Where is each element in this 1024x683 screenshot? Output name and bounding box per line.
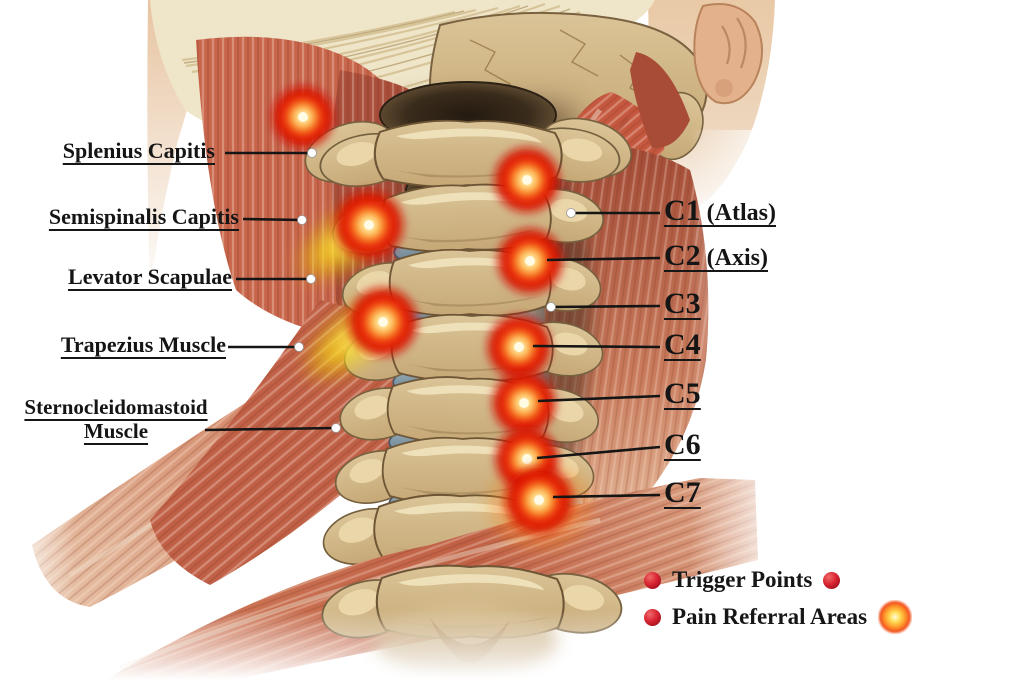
muscle-label-sternocleidomastoid: Sternocleidomastoid Muscle bbox=[8, 395, 224, 443]
muscle-label-semispinalis-capitis: Semispinalis Capitis bbox=[48, 204, 239, 230]
fade-bottom bbox=[0, 610, 1024, 683]
vertebra-label-c3: C3 bbox=[664, 287, 701, 321]
vertebra-label-suffix: (Axis) bbox=[700, 245, 768, 271]
legend-item-trigger-points: Trigger Points bbox=[644, 567, 912, 593]
muscle-label-trapezius: Trapezius Muscle bbox=[60, 332, 226, 358]
trigger-point-c1 bbox=[491, 144, 563, 216]
vertebra-label-text: C4 bbox=[664, 328, 701, 361]
trigger-point-semispinalis bbox=[331, 187, 407, 263]
vertebra-label-text: C1 bbox=[664, 194, 701, 227]
trigger-point-c5 bbox=[489, 368, 559, 438]
trigger-points bbox=[269, 83, 576, 537]
trigger-point-bullet-icon bbox=[644, 571, 661, 589]
leader-dots bbox=[294, 148, 576, 433]
vertebra-label-text: C5 bbox=[664, 377, 701, 410]
legend-label: Pain Referral Areas bbox=[672, 604, 868, 629]
ear bbox=[693, 3, 764, 105]
muscle-label-text: Sternocleidomastoid Muscle bbox=[24, 395, 208, 443]
referral-glow-sample-icon bbox=[878, 600, 913, 634]
muscle-label-levator-scapulae: Levator Scapulae bbox=[68, 264, 232, 290]
vertebra-label-c2: C2 (Axis) bbox=[664, 239, 768, 273]
muscle-label-splenius-capitis: Splenius Capitis bbox=[62, 138, 215, 164]
vertebra-label-text: C6 bbox=[664, 428, 701, 461]
vertebra-label-c7: C7 bbox=[664, 476, 701, 510]
legend-item-pain-referral-areas: Pain Referral Areas bbox=[644, 600, 913, 634]
trigger-point-levator bbox=[345, 284, 421, 360]
fade-right bbox=[690, 130, 1024, 610]
vertebra-label-text: C2 bbox=[664, 239, 701, 272]
muscle-label-text: Trapezius Muscle bbox=[60, 332, 226, 357]
muscle-label-text: Semispinalis Capitis bbox=[48, 204, 239, 229]
legend: Trigger Points Pain Referral Areas bbox=[644, 567, 913, 634]
trigger-point-c2 bbox=[494, 225, 566, 297]
vertebra-label-text: C3 bbox=[664, 287, 701, 320]
leader-lines bbox=[204, 151, 661, 499]
vertebra-label-suffix: (Atlas) bbox=[700, 200, 776, 226]
legend-label: Trigger Points bbox=[672, 567, 813, 592]
vertebra-label-c1: C1 (Atlas) bbox=[664, 194, 776, 228]
pain-referral-bullet-icon bbox=[644, 608, 661, 626]
trigger-point-c7 bbox=[502, 463, 576, 537]
muscle-label-text: Levator Scapulae bbox=[68, 264, 232, 289]
vertebra-label-text: C7 bbox=[664, 476, 701, 509]
trigger-point-c4 bbox=[484, 312, 554, 382]
vertebra-label-c5: C5 bbox=[664, 377, 701, 411]
trigger-point-splenius bbox=[269, 83, 337, 151]
trigger-point-sample-icon bbox=[823, 571, 841, 589]
muscle-label-text: Splenius Capitis bbox=[62, 138, 215, 163]
fade-left bbox=[0, 60, 75, 683]
vertebra-label-c6: C6 bbox=[664, 428, 701, 462]
vertebra-label-c4: C4 bbox=[664, 328, 701, 362]
